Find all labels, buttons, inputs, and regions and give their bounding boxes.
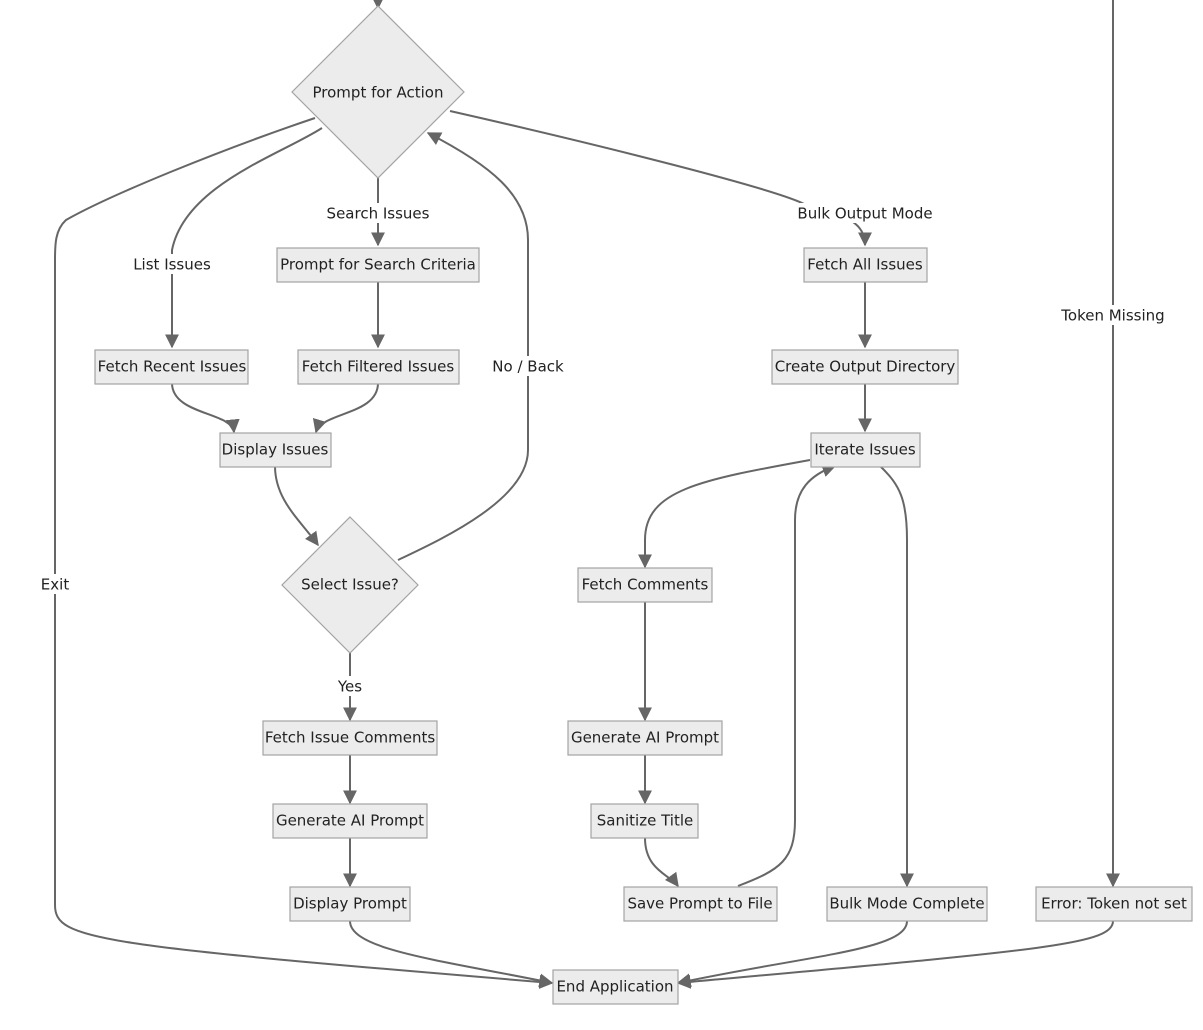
- edge-label-bulk-output-mode: Bulk Output Mode: [797, 205, 932, 223]
- edge-display-prompt-to-end: [349, 920, 554, 988]
- node-label-generate-ai-prompt-right: Generate AI Prompt: [571, 729, 719, 747]
- node-label-display-prompt: Display Prompt: [293, 895, 407, 913]
- node-iterate-issues: Iterate Issues: [810, 432, 921, 468]
- edge-fetch-filtered-to-display: [312, 382, 379, 434]
- node-fetch-filtered-issues: Fetch Filtered Issues: [297, 349, 460, 385]
- node-label-bulk-mode-complete: Bulk Mode Complete: [829, 895, 984, 913]
- node-label-error-token-not-set: Error: Token not set: [1041, 895, 1187, 913]
- node-label-generate-ai-prompt-left: Generate AI Prompt: [276, 812, 424, 830]
- node-generate-ai-prompt-right: Generate AI Prompt: [567, 720, 723, 756]
- edges: [54, 0, 1120, 989]
- edge-list-issues: [165, 127, 323, 349]
- edge-sanitize-to-save: [644, 837, 679, 888]
- edge-labels: Search Issues Bulk Output Mode List Issu…: [39, 203, 1165, 696]
- node-fetch-all-issues: Fetch All Issues: [803, 247, 928, 283]
- edge-label-yes: Yes: [337, 678, 362, 696]
- node-select-issue: Select Issue?: [281, 516, 419, 654]
- node-end-application: End Application: [552, 969, 679, 1005]
- edge-no-back: [397, 132, 529, 561]
- node-label-prompt-for-action: Prompt for Action: [313, 84, 444, 102]
- node-label-fetch-comments: Fetch Comments: [582, 576, 709, 594]
- node-bulk-mode-complete: Bulk Mode Complete: [826, 886, 988, 922]
- node-label-fetch-all-issues: Fetch All Issues: [807, 256, 923, 274]
- node-label-save-prompt-to-file: Save Prompt to File: [627, 895, 772, 913]
- node-prompt-search-criteria: Prompt for Search Criteria: [276, 247, 480, 283]
- edge-fetch-recent-to-display: [171, 382, 240, 434]
- edge-label-list-issues: List Issues: [133, 256, 211, 274]
- edge-bulk-complete-to-end: [676, 920, 908, 988]
- node-sanitize-title: Sanitize Title: [590, 803, 699, 839]
- node-display-prompt: Display Prompt: [289, 886, 411, 922]
- node-label-fetch-recent-issues: Fetch Recent Issues: [98, 358, 247, 376]
- node-label-iterate-issues: Iterate Issues: [814, 441, 916, 459]
- node-prompt-for-action: Prompt for Action: [291, 5, 465, 179]
- node-label-fetch-issue-comments: Fetch Issue Comments: [265, 729, 435, 747]
- edge-iterate-to-fetch-comments: [638, 459, 811, 569]
- edge-label-no-back: No / Back: [492, 358, 564, 376]
- nodes: Prompt for Action Prompt for Search Crit…: [94, 5, 1193, 1005]
- node-fetch-issue-comments: Fetch Issue Comments: [262, 720, 438, 756]
- edge-label-token-missing: Token Missing: [1060, 307, 1164, 325]
- node-display-issues: Display Issues: [219, 432, 332, 468]
- edge-label-exit: Exit: [41, 576, 70, 594]
- node-save-prompt-to-file: Save Prompt to File: [623, 886, 778, 922]
- edge-bulk-output-mode: [449, 110, 872, 247]
- edge-display-to-select-issue: [274, 465, 319, 547]
- node-label-fetch-filtered-issues: Fetch Filtered Issues: [302, 358, 455, 376]
- node-label-sanitize-title: Sanitize Title: [597, 812, 693, 830]
- node-create-output-directory: Create Output Directory: [771, 349, 959, 385]
- edge-label-search-issues: Search Issues: [327, 205, 430, 223]
- node-fetch-recent-issues: Fetch Recent Issues: [94, 349, 249, 385]
- node-label-display-issues: Display Issues: [222, 441, 329, 459]
- node-generate-ai-prompt-left: Generate AI Prompt: [272, 803, 428, 839]
- node-error-token-not-set: Error: Token not set: [1035, 886, 1193, 922]
- node-label-select-issue: Select Issue?: [301, 576, 399, 594]
- node-label-create-output-directory: Create Output Directory: [775, 358, 956, 376]
- node-label-end-application: End Application: [556, 978, 673, 996]
- edge-exit: [54, 117, 554, 989]
- edge-save-to-iterate: [737, 463, 837, 887]
- node-fetch-comments: Fetch Comments: [577, 567, 713, 603]
- edge-error-to-end: [676, 920, 1114, 989]
- node-label-prompt-search-criteria: Prompt for Search Criteria: [280, 256, 476, 274]
- edge-iterate-to-bulk-complete: [879, 465, 914, 888]
